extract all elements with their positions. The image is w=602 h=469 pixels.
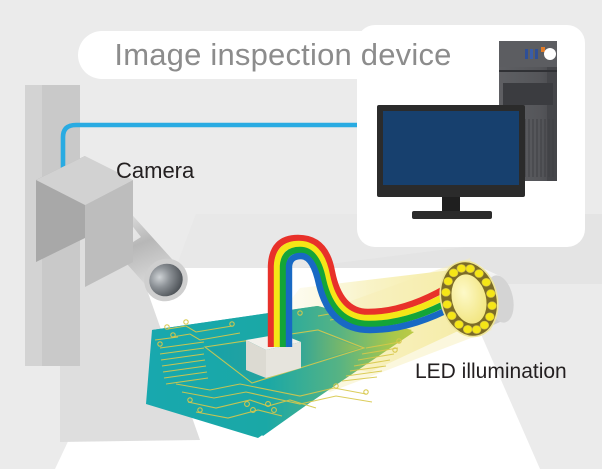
monitor-screen	[383, 111, 519, 185]
pc-monitor	[377, 105, 525, 219]
led-dot-group	[441, 264, 497, 334]
chip-left-face	[246, 340, 266, 378]
led-ring-illuminator	[439, 260, 514, 338]
camera-body-right-face	[85, 180, 133, 287]
led-dot	[442, 300, 452, 309]
led-dot	[487, 301, 497, 310]
pcb-traces-left	[154, 325, 241, 385]
page-title: Image inspection device	[114, 37, 452, 72]
led-dot	[456, 264, 467, 273]
led-dot	[441, 288, 451, 297]
led-dot	[481, 277, 491, 287]
camera-assembly	[36, 156, 188, 302]
led-dot	[448, 268, 459, 278]
led-dot	[462, 325, 473, 334]
ribbon-stripe-blue	[285, 252, 457, 347]
ribbon-stripe-green	[279, 246, 454, 347]
led-dot	[454, 320, 464, 329]
ribbon-stripe-yellow	[273, 240, 451, 347]
ribbon-cable	[267, 234, 457, 347]
tower-power-button[interactable]	[544, 48, 556, 60]
tower-right-shade	[547, 41, 557, 181]
led-dot	[474, 269, 484, 278]
led-dot	[443, 276, 453, 286]
led-dot	[486, 289, 496, 298]
tower-led-bar-2	[530, 49, 533, 59]
tower-status-leds	[525, 47, 556, 60]
led-dot	[447, 311, 457, 321]
tower-led-bar-1	[525, 49, 528, 59]
camera-data-cable	[60, 122, 373, 173]
wall-post-highlight	[25, 85, 42, 366]
camera-body	[36, 156, 133, 287]
lens-glass	[149, 263, 183, 297]
pcb-board	[146, 306, 414, 438]
camera-label: Camera	[116, 158, 195, 183]
camera-body-top-face	[36, 156, 133, 205]
led-dot	[479, 320, 490, 330]
monitor-neck	[442, 197, 460, 211]
led-ring-center-aperture	[451, 274, 487, 324]
tower-led-indicator-orange	[541, 47, 545, 52]
ribbon-stripe-red	[267, 234, 448, 347]
monitor-stand-base	[412, 211, 492, 219]
pcb-chip-package	[246, 334, 301, 378]
led-illumination-label: LED illumination	[415, 360, 567, 383]
led-dot	[471, 325, 482, 334]
pc-equipment-graphic	[377, 41, 557, 219]
tower-led-bar-3	[535, 49, 538, 59]
led-dot	[485, 312, 495, 322]
led-ring-face-rim	[439, 260, 499, 338]
pcb-traces-lower	[175, 383, 373, 419]
chip-right-face	[266, 342, 301, 378]
led-dot	[465, 264, 476, 273]
title-pill-background	[78, 31, 488, 79]
tower-drive-bay	[503, 83, 553, 105]
